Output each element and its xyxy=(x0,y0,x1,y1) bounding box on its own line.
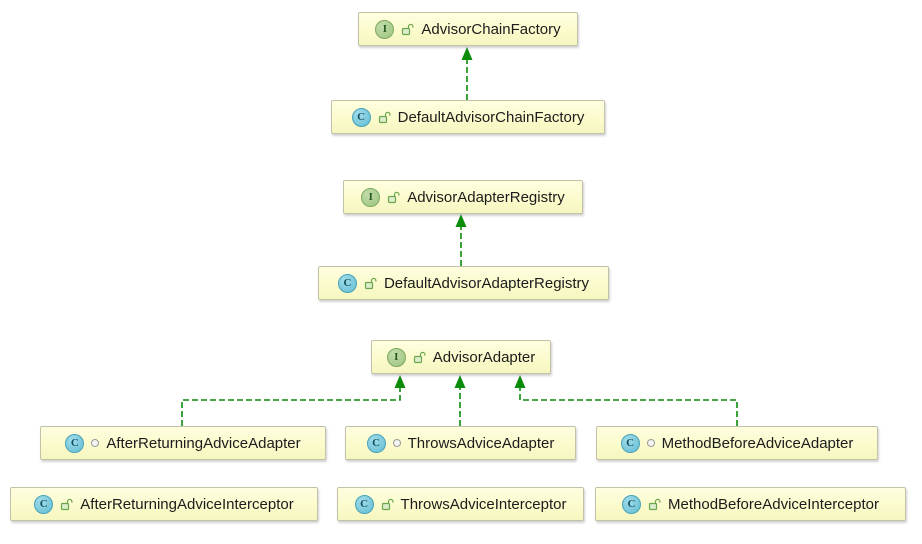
interface-icon: I xyxy=(361,187,381,207)
open-lock-icon xyxy=(413,351,426,364)
open-lock-icon xyxy=(378,111,391,124)
gray-dot-icon xyxy=(646,439,655,447)
uml-node-advisorchainfactory[interactable]: I AdvisorChainFactory xyxy=(358,12,578,46)
node-label: AdvisorAdapter xyxy=(432,348,536,366)
open-lock-icon xyxy=(381,498,394,511)
node-label: MethodBeforeAdviceAdapter xyxy=(661,434,854,452)
uml-node-defaultadvisoradapterregistry[interactable]: C DefaultAdvisorAdapterRegistry xyxy=(318,266,609,300)
node-label: AdvisorAdapterRegistry xyxy=(407,188,565,206)
interface-icon: I xyxy=(375,19,395,39)
class-icon: C xyxy=(34,494,54,514)
class-icon: C xyxy=(65,433,85,453)
class-icon: C xyxy=(351,107,371,127)
uml-node-advisoradapter[interactable]: I AdvisorAdapter xyxy=(371,340,551,374)
uml-node-throwsadviceadapter[interactable]: C ThrowsAdviceAdapter xyxy=(345,426,576,460)
node-label: AdvisorChainFactory xyxy=(421,20,561,38)
gray-dot-icon xyxy=(91,439,100,447)
arrowhead-icon xyxy=(394,375,406,388)
uml-node-defaultadvisorchainfactory[interactable]: C DefaultAdvisorChainFactory xyxy=(331,100,605,134)
node-label: DefaultAdvisorChainFactory xyxy=(397,108,585,126)
open-lock-icon xyxy=(401,23,414,36)
open-lock-icon xyxy=(60,498,73,511)
uml-node-afterreturningadviceadapter[interactable]: C AfterReturningAdviceAdapter xyxy=(40,426,326,460)
arrowhead-icon xyxy=(454,375,466,388)
node-label: AfterReturningAdviceAdapter xyxy=(106,434,301,452)
node-label: ThrowsAdviceAdapter xyxy=(407,434,555,452)
class-icon: C xyxy=(337,273,357,293)
uml-node-methodbeforeadviceinterceptor[interactable]: C MethodBeforeAdviceInterceptor xyxy=(595,487,906,521)
node-label: MethodBeforeAdviceInterceptor xyxy=(668,495,879,513)
class-icon: C xyxy=(354,494,374,514)
node-label: ThrowsAdviceInterceptor xyxy=(400,495,567,513)
open-lock-icon xyxy=(364,277,377,290)
open-lock-icon xyxy=(387,191,400,204)
node-label: DefaultAdvisorAdapterRegistry xyxy=(383,274,590,292)
class-icon: C xyxy=(622,494,642,514)
interface-icon: I xyxy=(386,347,406,367)
uml-node-throwsadviceinterceptor[interactable]: C ThrowsAdviceInterceptor xyxy=(337,487,584,521)
arrowhead-icon xyxy=(461,47,473,60)
gray-dot-icon xyxy=(392,439,401,447)
uml-node-advisoradapterregistry[interactable]: I AdvisorAdapterRegistry xyxy=(343,180,583,214)
class-icon: C xyxy=(620,433,640,453)
node-label: AfterReturningAdviceInterceptor xyxy=(80,495,294,513)
class-icon: C xyxy=(366,433,386,453)
realization-edge-methodbeforeadviceadapter xyxy=(519,388,738,426)
open-lock-icon xyxy=(648,498,661,511)
realization-edge-afterreturningadviceadapter xyxy=(181,388,401,426)
arrowhead-icon xyxy=(514,375,526,388)
arrowhead-icon xyxy=(455,214,467,227)
uml-node-afterreturningadviceinterceptor[interactable]: C AfterReturningAdviceInterceptor xyxy=(10,487,318,521)
uml-node-methodbeforeadviceadapter[interactable]: C MethodBeforeAdviceAdapter xyxy=(596,426,878,460)
